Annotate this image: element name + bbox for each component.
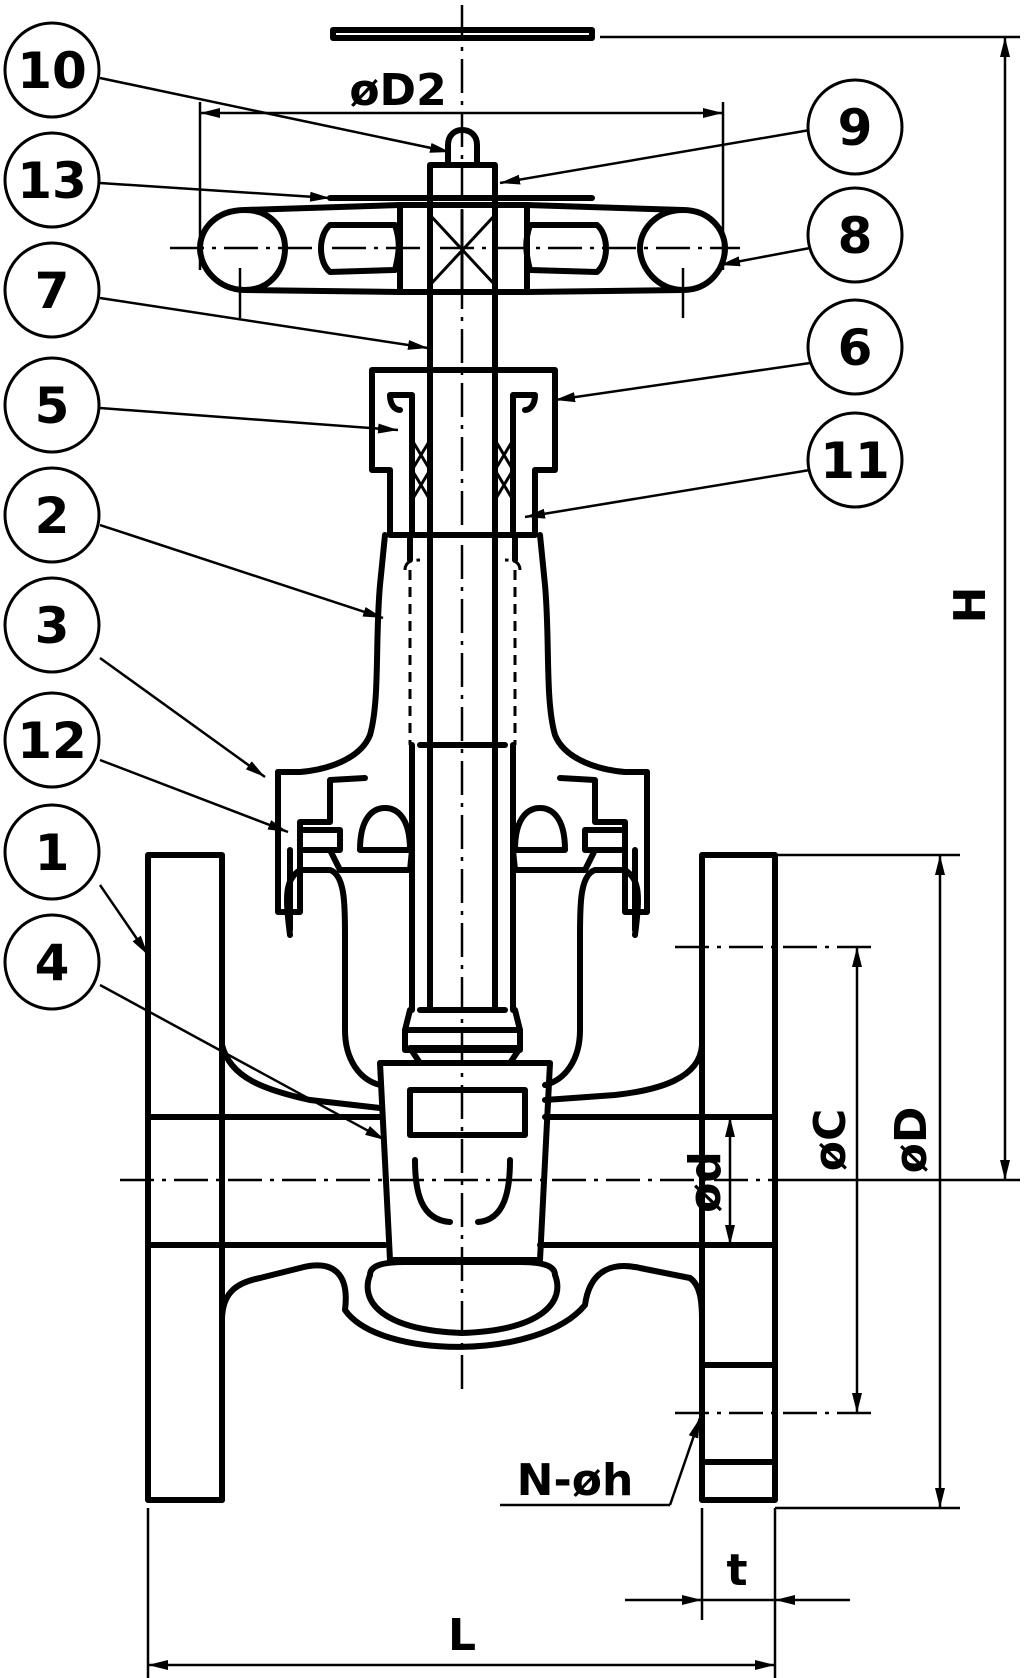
bonnet-boss-left <box>357 805 413 853</box>
dimension-lines <box>146 27 1020 1678</box>
handwheel-hub-hatch <box>428 210 497 290</box>
handwheel <box>197 127 728 295</box>
svg-text:7: 7 <box>35 262 70 320</box>
gland-outer <box>369 367 558 538</box>
callout-5: 5 <box>3 356 101 454</box>
callout-3: 3 <box>3 576 101 674</box>
bonnet-flange-right <box>582 827 638 933</box>
callout-7: 7 <box>3 241 101 339</box>
callout-13: 13 <box>3 131 101 229</box>
body-bottom-left <box>219 1262 705 1503</box>
dim-bolt-circle: øC <box>805 1109 856 1172</box>
packing-left <box>410 439 432 501</box>
dim-height: H <box>945 587 996 624</box>
bonnet-boss-right <box>512 805 568 853</box>
callout-1: 1 <box>3 803 101 901</box>
bonnet-flange-left <box>287 827 343 933</box>
callout-10: 10 <box>3 21 101 119</box>
bonnet <box>275 532 650 933</box>
dim-flange-thickness: t <box>726 1545 747 1596</box>
handwheel-hub <box>397 202 530 295</box>
callout-8: 8 <box>806 186 904 284</box>
handwheel-spoke-bottom <box>242 287 686 295</box>
body-shell-left <box>219 1042 383 1111</box>
gate-wedge <box>377 1045 553 1263</box>
gland-inner-right <box>510 392 538 538</box>
svg-text:12: 12 <box>17 712 87 770</box>
callout-leaders <box>98 76 811 1142</box>
bolt-hole <box>699 1362 778 1465</box>
svg-text:5: 5 <box>35 377 70 435</box>
handwheel-rim-left <box>197 207 288 293</box>
dim-handwheel-diameter: øD2 <box>349 65 446 116</box>
stem-nut-top <box>445 127 480 168</box>
gland-inner-left <box>387 392 415 538</box>
callout-11: 11 <box>806 411 904 509</box>
svg-text:13: 13 <box>17 152 87 210</box>
body-shell-right <box>542 1042 705 1103</box>
svg-text:1: 1 <box>35 824 70 882</box>
svg-text:6: 6 <box>838 319 873 377</box>
svg-text:10: 10 <box>17 42 87 100</box>
callout-12: 12 <box>3 691 101 789</box>
right-flange <box>699 852 778 1503</box>
dimension-labels: øD2 H ød øC øD N-øh t L <box>349 65 996 1661</box>
packing-right <box>493 439 515 501</box>
callout-6: 6 <box>806 298 904 396</box>
svg-text:8: 8 <box>838 207 873 265</box>
svg-text:2: 2 <box>35 487 70 545</box>
dim-bore: ød <box>680 1151 731 1213</box>
svg-text:4: 4 <box>35 934 70 992</box>
dim-flange-diameter: øD <box>886 1107 937 1174</box>
valve-stem <box>402 197 523 1053</box>
dim-length: L <box>448 1610 476 1661</box>
svg-text:3: 3 <box>35 597 70 655</box>
svg-text:11: 11 <box>820 432 890 490</box>
callout-4: 4 <box>3 913 101 1011</box>
dim-bolt-holes: N-øh <box>517 1455 634 1506</box>
callout-2: 2 <box>3 466 101 564</box>
left-flange <box>145 852 225 1503</box>
gland-packing <box>369 367 558 563</box>
handwheel-spoke-top <box>242 202 686 213</box>
svg-text:9: 9 <box>838 99 873 157</box>
callout-9: 9 <box>806 78 904 176</box>
